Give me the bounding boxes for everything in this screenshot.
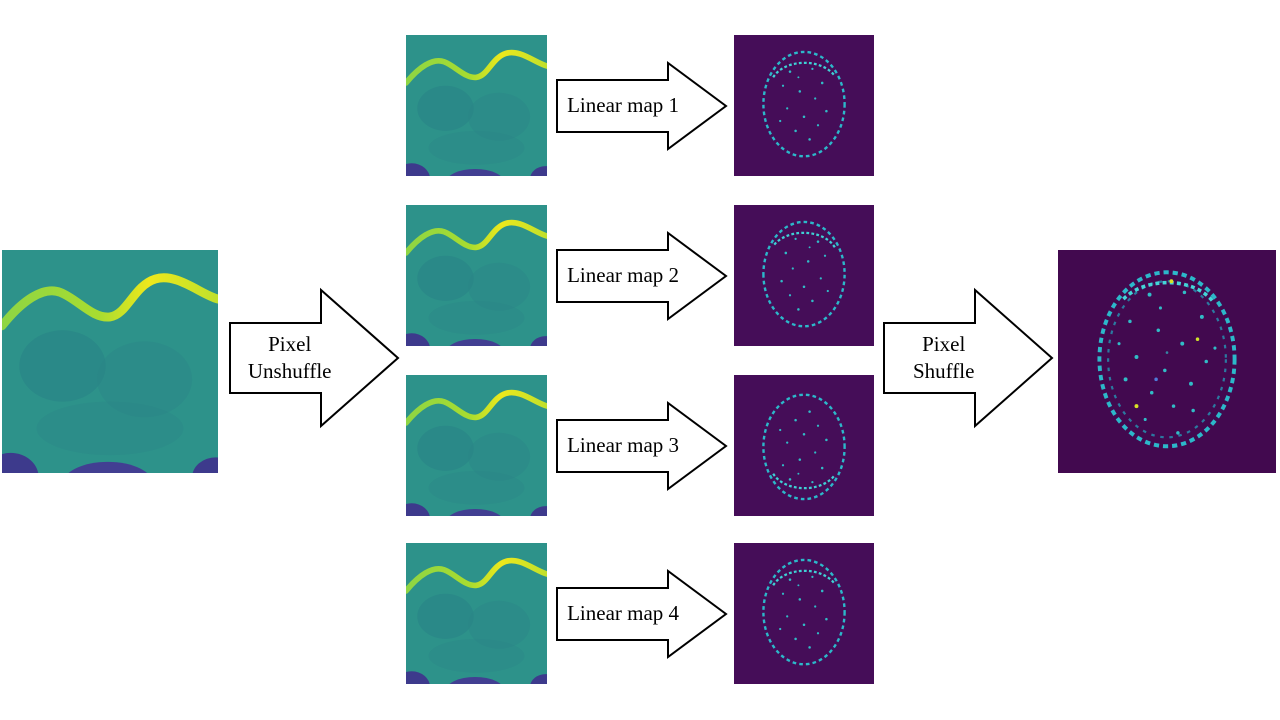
unshuffled-image-4: [406, 543, 547, 684]
edge-map-image: [734, 35, 874, 176]
viridis-scan-image: [406, 543, 547, 684]
viridis-scan-image: [406, 205, 547, 346]
edge-map-image: [734, 205, 874, 346]
viridis-scan-image: [2, 250, 218, 473]
pixel-shuffle-arrow: Pixel Shuffle: [883, 287, 1054, 429]
viridis-scan-image: [406, 375, 547, 516]
unshuffled-image-3: [406, 375, 547, 516]
right-block-arrow-icon: [556, 61, 728, 151]
edge-map-image: [1058, 250, 1276, 473]
right-block-arrow-icon: [556, 401, 728, 491]
unshuffled-image-2: [406, 205, 547, 346]
edge-map-image: [734, 543, 874, 684]
linear-map-1-arrow: Linear map 1: [556, 60, 728, 152]
feature-map-4: [734, 543, 874, 684]
feature-map-1: [734, 35, 874, 176]
linear-map-2-arrow: Linear map 2: [556, 230, 728, 322]
linear-map-3-arrow: Linear map 3: [556, 400, 728, 492]
right-block-arrow-icon: [229, 287, 400, 429]
input-image: [2, 250, 218, 473]
right-block-arrow-icon: [556, 569, 728, 659]
right-block-arrow-icon: [883, 287, 1054, 429]
linear-map-4-arrow: Linear map 4: [556, 568, 728, 660]
output-image: [1058, 250, 1276, 473]
viridis-scan-image: [406, 35, 547, 176]
feature-map-3: [734, 375, 874, 516]
edge-map-image: [734, 375, 874, 516]
right-block-arrow-icon: [556, 231, 728, 321]
unshuffled-image-1: [406, 35, 547, 176]
pixel-unshuffle-arrow: Pixel Unshuffle: [229, 287, 400, 429]
feature-map-2: [734, 205, 874, 346]
